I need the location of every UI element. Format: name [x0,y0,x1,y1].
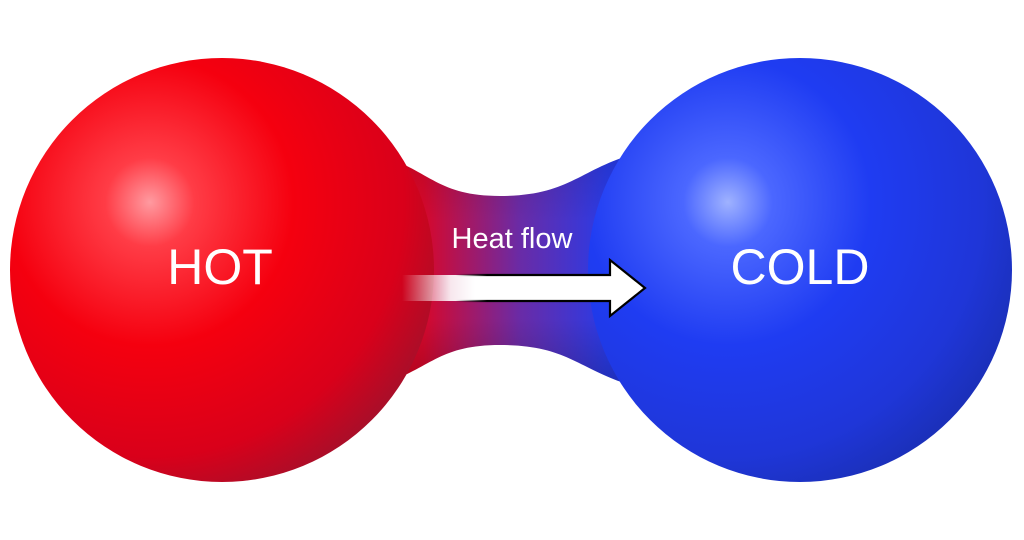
heat-flow-arrow [400,257,647,319]
hot-label: HOT [167,239,273,295]
bridge-neck [360,150,650,390]
cold-sphere [588,58,1012,482]
hot-sphere [10,58,434,482]
cold-label: COLD [731,239,870,295]
heat-flow-label: Heat flow [452,223,574,255]
